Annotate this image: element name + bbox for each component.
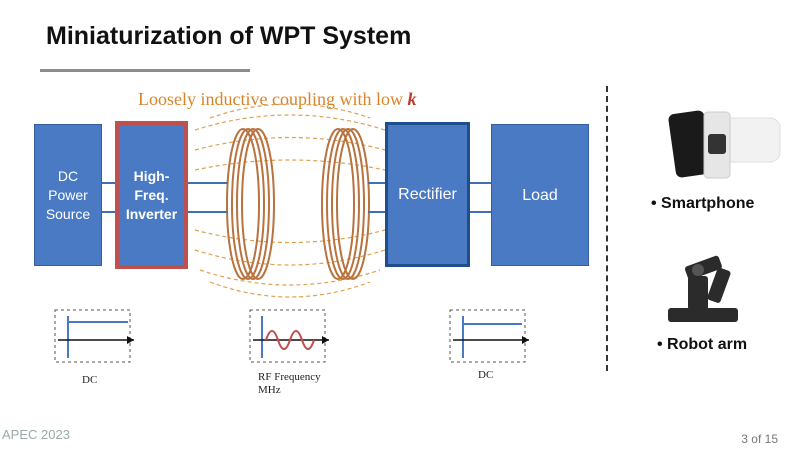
wire-coil-rect-top [368, 182, 385, 184]
title-underline [40, 69, 250, 72]
wire-inv-coil-top [188, 182, 228, 184]
coupling-text: Loosely inductive coupling with low [138, 89, 408, 109]
dc-input-waveform [54, 309, 134, 363]
rf-frequency-label: RF Frequency MHz [258, 371, 321, 396]
conference-logo: APEC 2023 [2, 427, 70, 442]
coupling-caption: Loosely inductive coupling with low k [138, 89, 416, 110]
coupling-variable: k [407, 89, 417, 109]
dc-power-source-block: DC Power Source [34, 124, 102, 266]
robot-arm-bullet: • Robot arm [657, 336, 748, 353]
receiver-coil [321, 128, 370, 280]
dc-input-label: DC [82, 374, 98, 386]
wire-coil-rect-bottom [368, 211, 385, 213]
dc-output-label: DC [478, 369, 494, 381]
smartphone-bullet: • Smartphone [651, 195, 755, 212]
smartphone-charger-image [668, 110, 781, 179]
robot-arm-image [668, 255, 738, 322]
section-divider [606, 86, 608, 371]
load-block: Load [491, 124, 589, 266]
wire-rect-load-top [470, 182, 491, 184]
slide-title: Miniaturization of WPT System [46, 22, 412, 50]
wire-dc-inv-top [102, 182, 115, 184]
wire-rect-load-bottom [470, 211, 491, 213]
rf-frequency-waveform [249, 309, 329, 363]
transmitter-coil [226, 128, 275, 280]
wire-inv-coil-bottom [188, 211, 228, 213]
rectifier-block: Rectifier [385, 122, 470, 267]
high-freq-inverter-block: High- Freq. Inverter [115, 121, 188, 269]
wire-dc-inv-bottom [102, 211, 115, 213]
page-number: 3 of 15 [741, 432, 778, 446]
dc-output-waveform [449, 309, 529, 363]
